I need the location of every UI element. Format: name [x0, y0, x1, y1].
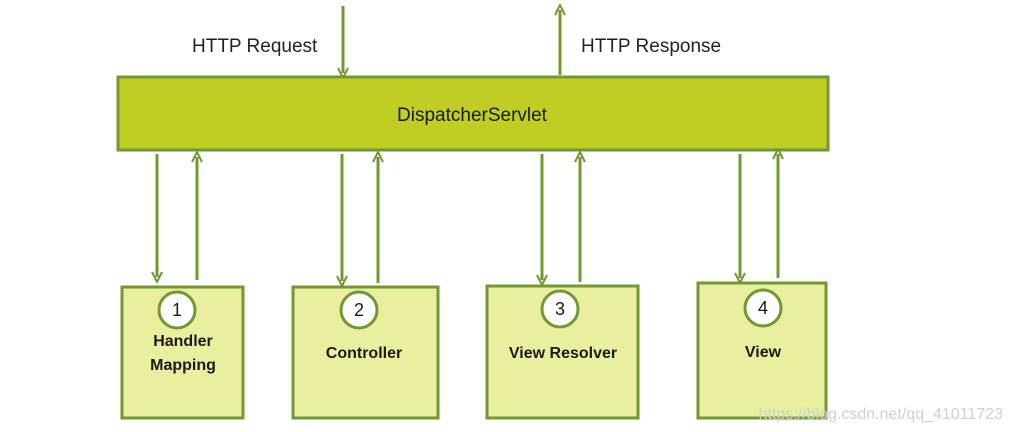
step-number: 2 [354, 300, 364, 320]
step-badge [540, 289, 580, 329]
step-badge [339, 290, 379, 330]
step-badge [743, 288, 783, 328]
component-handler-mapping: 1 Handler Mapping [120, 285, 245, 420]
step-number: 1 [172, 300, 182, 320]
http-response-label: HTTP Response [581, 36, 721, 57]
step-number: 3 [555, 299, 565, 319]
component-view-resolver: 3 View Resolver [485, 284, 640, 420]
step-badge [157, 290, 197, 330]
dispatcher-servlet-label: DispatcherServlet [397, 105, 548, 126]
component-view: 4 View [696, 281, 828, 420]
component-label-line: View [745, 344, 782, 361]
component-label-line: Controller [326, 345, 402, 362]
component-label-line: View Resolver [509, 345, 617, 362]
step-number: 4 [758, 298, 768, 318]
http-request-label: HTTP Request [192, 36, 318, 57]
watermark-text: https://blog.csdn.net/qq_41011723 [759, 406, 1003, 423]
component-label-line: Handler [153, 333, 213, 350]
component-controller: 2 Controller [291, 285, 440, 420]
component-label-line: Mapping [150, 357, 216, 374]
dispatcher-servlet-box [116, 75, 830, 152]
